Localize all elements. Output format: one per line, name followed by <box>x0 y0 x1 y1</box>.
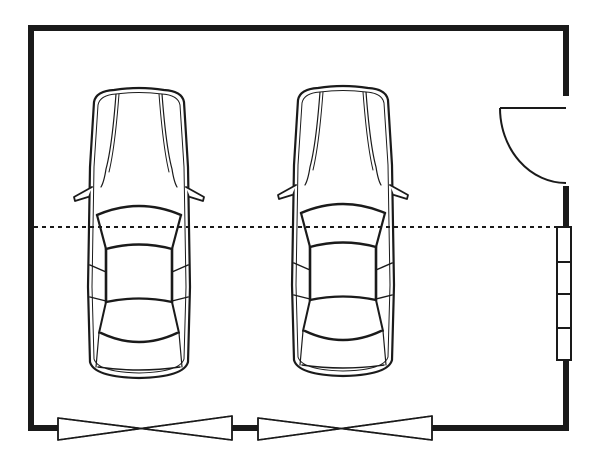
car-right <box>276 84 410 378</box>
side-window <box>556 226 572 361</box>
garage-door-left[interactable] <box>57 415 233 441</box>
entry-door[interactable] <box>499 107 567 184</box>
exterior-wall <box>28 25 569 431</box>
garage-door-right[interactable] <box>257 415 433 441</box>
car-left <box>72 86 206 380</box>
door-swing-arc <box>499 107 567 184</box>
